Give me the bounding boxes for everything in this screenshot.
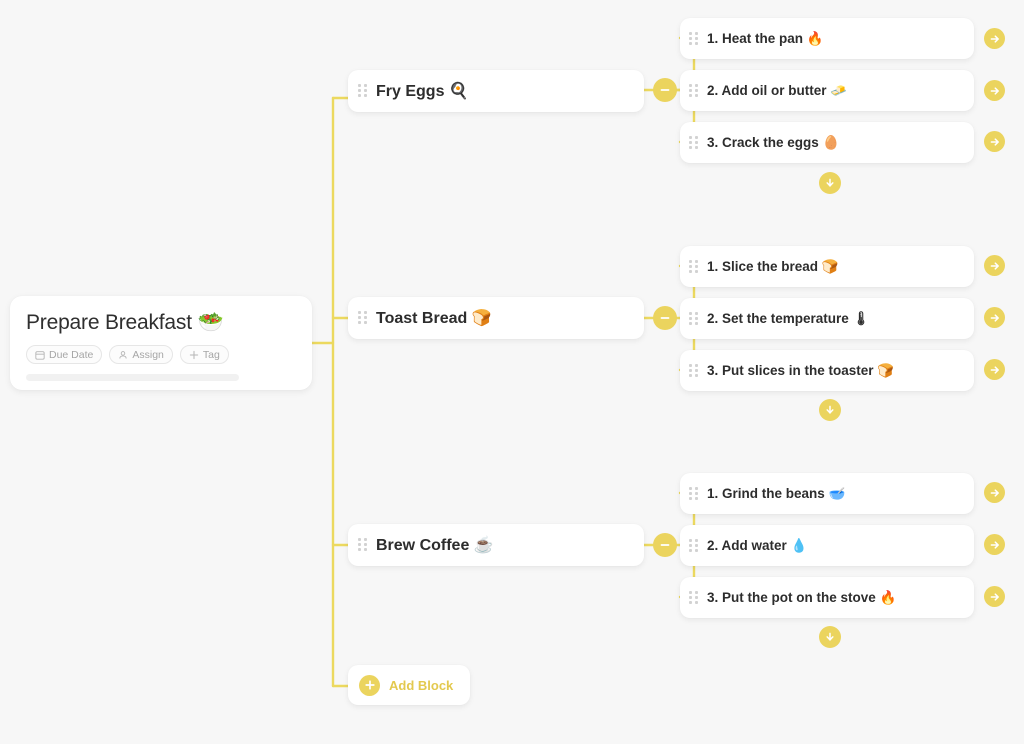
branch-label: Toast Bread 🍞 (376, 310, 492, 327)
drag-handle-icon[interactable] (358, 538, 367, 552)
arrow-right-icon (989, 539, 1001, 551)
drag-handle-icon[interactable] (689, 486, 698, 501)
minus-icon (659, 84, 671, 96)
arrow-right-icon (989, 260, 1001, 272)
step-action-button[interactable] (984, 586, 1005, 607)
step-card[interactable]: 1. Grind the beans 🥣 (680, 473, 974, 514)
step-action-button[interactable] (984, 482, 1005, 503)
step-label: 3. Put the pot on the stove 🔥 (707, 589, 897, 605)
add-step-below-button[interactable] (819, 399, 841, 421)
person-icon (118, 350, 128, 360)
page-title: Prepare Breakfast 🥗 (26, 311, 224, 334)
drag-handle-icon[interactable] (689, 363, 698, 378)
step-label: 1. Slice the bread 🍞 (707, 258, 839, 274)
plus-icon (189, 350, 199, 360)
root-meta-chips: Due Date Assign Tag (26, 345, 296, 364)
collapse-button-fry-eggs[interactable] (653, 78, 677, 102)
step-action-button[interactable] (984, 255, 1005, 276)
step-card[interactable]: 1. Heat the pan 🔥 (680, 18, 974, 59)
step-card[interactable]: 2. Add water 💧 (680, 525, 974, 566)
step-action-button[interactable] (984, 131, 1005, 152)
drag-handle-icon[interactable] (358, 311, 367, 325)
step-action-button[interactable] (984, 80, 1005, 101)
tag-chip-label: Tag (202, 348, 220, 361)
step-card[interactable]: 1. Slice the bread 🍞 (680, 246, 974, 287)
step-action-button[interactable] (984, 28, 1005, 49)
step-action-button[interactable] (984, 307, 1005, 328)
branch-label: Brew Coffee ☕ (376, 537, 494, 554)
drag-handle-icon[interactable] (689, 259, 698, 274)
branch-card-fry-eggs[interactable]: Fry Eggs 🍳 (348, 70, 644, 112)
arrow-right-icon (989, 33, 1001, 45)
assign-chip[interactable]: Assign (109, 345, 173, 364)
root-node-card[interactable]: Prepare Breakfast 🥗 Due Date (10, 296, 312, 390)
due-date-chip[interactable]: Due Date (26, 345, 103, 364)
drag-handle-icon[interactable] (689, 135, 698, 150)
step-label: 3. Put slices in the toaster 🍞 (707, 362, 895, 378)
drag-handle-icon[interactable] (358, 84, 367, 98)
step-label: 1. Heat the pan 🔥 (707, 30, 824, 46)
assign-chip-label: Assign (132, 348, 164, 361)
collapse-button-toast-bread[interactable] (653, 306, 677, 330)
arrow-right-icon (989, 312, 1001, 324)
tag-chip[interactable]: Tag (179, 345, 229, 364)
drag-handle-icon[interactable] (689, 31, 698, 46)
minus-icon (659, 539, 671, 551)
step-action-button[interactable] (984, 534, 1005, 555)
arrow-right-icon (989, 85, 1001, 97)
step-card[interactable]: 3. Put slices in the toaster 🍞 (680, 350, 974, 391)
step-card[interactable]: 2. Add oil or butter 🧈 (680, 70, 974, 111)
add-block-button[interactable]: Add Block (348, 665, 470, 705)
step-card[interactable]: 2. Set the temperature 🌡 (680, 298, 974, 339)
calendar-icon (35, 350, 45, 360)
branch-card-brew-coffee[interactable]: Brew Coffee ☕ (348, 524, 644, 566)
plus-icon (359, 674, 380, 696)
drag-handle-icon[interactable] (689, 590, 698, 605)
add-step-below-button[interactable] (819, 626, 841, 648)
step-label: 3. Crack the eggs 🥚 (707, 134, 840, 150)
step-label: 2. Add oil or butter 🧈 (707, 82, 848, 98)
drag-handle-icon[interactable] (689, 83, 698, 98)
due-date-chip-label: Due Date (49, 348, 94, 361)
step-card[interactable]: 3. Put the pot on the stove 🔥 (680, 577, 974, 618)
collapse-button-brew-coffee[interactable] (653, 533, 677, 557)
arrow-right-icon (989, 136, 1001, 148)
arrow-right-icon (989, 487, 1001, 499)
drag-handle-icon[interactable] (689, 311, 698, 326)
arrow-down-icon (824, 404, 836, 416)
arrow-down-icon (824, 631, 836, 643)
step-label: 2. Set the temperature 🌡 (707, 310, 870, 326)
branch-card-toast-bread[interactable]: Toast Bread 🍞 (348, 297, 644, 339)
add-block-label: Add Block (389, 677, 454, 693)
step-card[interactable]: 3. Crack the eggs 🥚 (680, 122, 974, 163)
arrow-right-icon (989, 364, 1001, 376)
arrow-down-icon (824, 177, 836, 189)
branch-label: Fry Eggs 🍳 (376, 83, 469, 100)
add-step-below-button[interactable] (819, 172, 841, 194)
step-label: 1. Grind the beans 🥣 (707, 485, 846, 501)
drag-handle-icon[interactable] (689, 538, 698, 553)
arrow-right-icon (989, 591, 1001, 603)
step-label: 2. Add water 💧 (707, 537, 808, 553)
step-action-button[interactable] (984, 359, 1005, 380)
minus-icon (659, 312, 671, 324)
root-placeholder-bar (26, 374, 239, 381)
